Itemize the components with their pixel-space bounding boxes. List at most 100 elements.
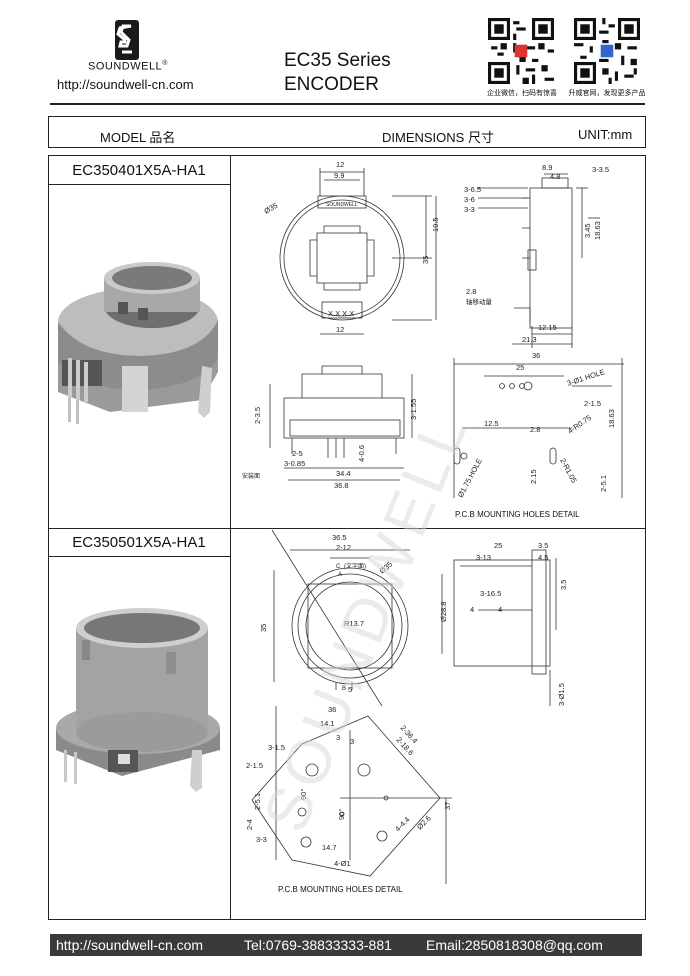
- svg-text:A: A: [338, 572, 342, 578]
- encoder-photo-ec350401: [58, 262, 218, 424]
- dimension-drawing-ec350401: 12 9.9 Ø35 19.5 35 12 X X X X SOUNDWELL 8…: [242, 160, 624, 499]
- model-column-label: MODEL 品名: [100, 130, 176, 145]
- svg-text:5: 5: [348, 685, 352, 694]
- svg-text:3-16.5: 3-16.5: [480, 589, 501, 598]
- svg-text:4.5: 4.5: [538, 553, 548, 562]
- svg-text:35: 35: [421, 256, 430, 264]
- column-divider: [230, 155, 231, 920]
- svg-text:8.9: 8.9: [542, 163, 552, 172]
- svg-text:3.5: 3.5: [559, 580, 568, 590]
- svg-text:2-4: 2-4: [245, 819, 254, 830]
- svg-text:14.1: 14.1: [320, 719, 335, 728]
- pcb-caption: P.C.B MOUNTING HOLES DETAIL: [455, 510, 580, 519]
- qr-caption: 升威官网，发现更多产品: [568, 90, 646, 97]
- series-title: EC35 Series: [284, 50, 391, 71]
- svg-text:35: 35: [259, 624, 268, 632]
- svg-text:Ø35: Ø35: [263, 201, 280, 216]
- pcb-caption: P.C.B MOUNTING HOLES DETAIL: [278, 885, 403, 894]
- svg-text:安装面: 安装面: [242, 472, 260, 480]
- svg-text:Ø28.8: Ø28.8: [439, 602, 448, 622]
- svg-text:轴移动量: 轴移动量: [466, 297, 493, 306]
- svg-text:4: 4: [498, 605, 502, 614]
- svg-text:3-6: 3-6: [464, 195, 475, 204]
- svg-text:12: 12: [336, 325, 344, 334]
- svg-text:3: 3: [336, 733, 340, 742]
- svg-text:36.8: 36.8: [334, 481, 349, 490]
- footer-email[interactable]: Email:2850818308@qq.com: [426, 937, 603, 953]
- wechat-qr-code: [488, 18, 554, 84]
- svg-text:Ø2.6: Ø2.6: [415, 814, 433, 832]
- model-name: EC350401X5A-HA1: [72, 162, 206, 179]
- svg-text:9.9: 9.9: [334, 171, 344, 180]
- svg-text:SOUNDWELL: SOUNDWELL: [326, 202, 358, 208]
- svg-text:90°: 90°: [337, 809, 346, 820]
- svg-text:12.5: 12.5: [484, 419, 499, 428]
- svg-text:25: 25: [516, 363, 524, 372]
- svg-text:21.3: 21.3: [522, 335, 537, 344]
- row-divider: [48, 528, 646, 529]
- svg-text:25: 25: [494, 541, 502, 550]
- brand-name: SOUNDWELL®: [88, 60, 168, 73]
- svg-text:2-1.5: 2-1.5: [584, 399, 601, 408]
- svg-text:Ø1.75 HOLE: Ø1.75 HOLE: [456, 457, 484, 499]
- svg-text:3-3.5: 3-3.5: [592, 165, 609, 174]
- svg-text:3.45: 3.45: [583, 223, 592, 238]
- svg-text:R13.7: R13.7: [344, 619, 364, 628]
- svg-text:3-13: 3-13: [476, 553, 491, 562]
- soundwell-logo-icon: [115, 20, 139, 60]
- svg-text:4-R0.75: 4-R0.75: [566, 413, 593, 436]
- svg-text:12: 12: [336, 160, 344, 169]
- svg-text:(文字面): (文字面): [344, 562, 366, 570]
- svg-text:4: 4: [470, 605, 474, 614]
- svg-text:2.15: 2.15: [529, 469, 538, 484]
- svg-text:B: B: [342, 686, 346, 692]
- svg-text:2-5.1: 2-5.1: [599, 475, 608, 492]
- svg-text:4.8: 4.8: [550, 172, 560, 181]
- svg-text:3-1.55: 3-1.55: [409, 399, 418, 420]
- svg-text:X X X X: X X X X: [328, 309, 354, 318]
- website-qr-code: [574, 18, 640, 84]
- footer-url[interactable]: http://soundwell-cn.com: [56, 937, 204, 953]
- svg-text:3-3: 3-3: [464, 205, 475, 214]
- svg-text:3-Ø1.5: 3-Ø1.5: [557, 683, 566, 706]
- svg-text:18.63: 18.63: [593, 221, 602, 240]
- svg-text:2.8: 2.8: [466, 287, 476, 296]
- svg-text:2-5: 2-5: [292, 449, 303, 458]
- svg-text:4-4.4: 4-4.4: [393, 815, 411, 833]
- svg-text:12.15: 12.15: [538, 323, 557, 332]
- dimension-labels: 12 9.9 Ø35 19.5 35 12 X X X X SOUNDWELL 8…: [242, 160, 616, 499]
- svg-text:18.63: 18.63: [607, 409, 616, 428]
- qr-caption: 企业微信，扫码有惊喜: [487, 90, 557, 97]
- product-table: [48, 155, 646, 920]
- svg-text:3-3: 3-3: [256, 835, 267, 844]
- svg-text:34.4: 34.4: [336, 469, 351, 478]
- svg-text:36: 36: [328, 705, 336, 714]
- model-name-underline: [48, 184, 230, 185]
- product-title: ENCODER: [284, 74, 380, 95]
- dimensions-column-label: DIMENSIONS 尺寸: [382, 130, 494, 145]
- footer-bar: [50, 934, 642, 956]
- svg-text:36.5: 36.5: [332, 533, 347, 542]
- svg-text:3: 3: [350, 737, 354, 746]
- table-header-row: [48, 116, 646, 148]
- svg-text:3-6.5: 3-6.5: [464, 185, 481, 194]
- svg-text:90°: 90°: [299, 789, 308, 800]
- svg-text:2-12: 2-12: [336, 543, 351, 552]
- brand-url[interactable]: http://soundwell-cn.com: [57, 77, 194, 92]
- header-divider: [50, 103, 645, 105]
- model-name: EC350501X5A-HA1: [72, 534, 206, 551]
- svg-text:2-3.5: 2-3.5: [253, 407, 262, 424]
- svg-text:19.5: 19.5: [431, 217, 440, 232]
- svg-text:37: 37: [443, 802, 452, 810]
- svg-text:14.7: 14.7: [322, 843, 337, 852]
- svg-text:2.8: 2.8: [530, 425, 540, 434]
- svg-text:2-R1.05: 2-R1.05: [558, 457, 578, 485]
- svg-text:3-0.85: 3-0.85: [284, 459, 305, 468]
- svg-text:3-Ø1 HOLE: 3-Ø1 HOLE: [566, 367, 606, 388]
- svg-text:Ø35: Ø35: [378, 560, 395, 576]
- svg-text:3-1.5: 3-1.5: [268, 743, 285, 752]
- svg-text:4-Ø1: 4-Ø1: [334, 859, 351, 868]
- unit-label: UNIT:mm: [578, 127, 633, 142]
- svg-text:C: C: [336, 564, 341, 570]
